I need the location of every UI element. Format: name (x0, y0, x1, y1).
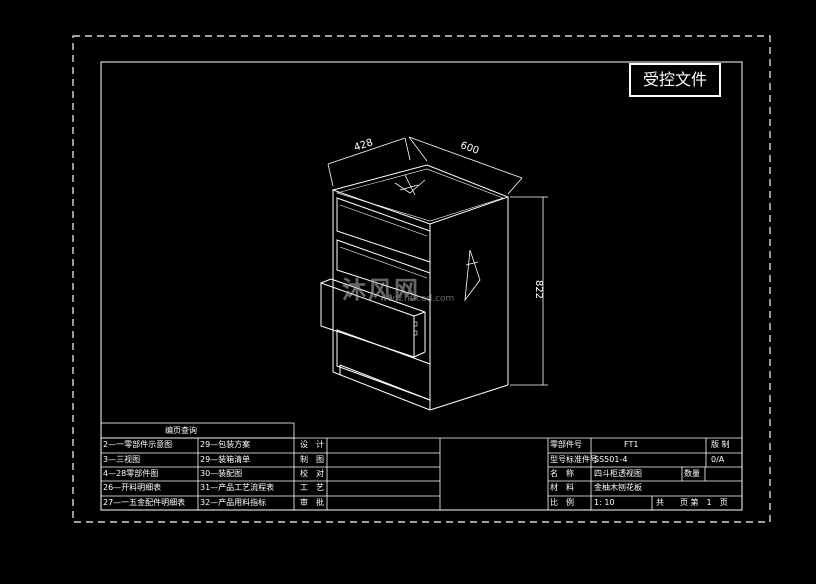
signoff-label: 校 对 (300, 469, 324, 478)
signoff-label: 审 批 (300, 498, 324, 507)
page-index-item: 31—产品工艺流程表 (200, 483, 275, 492)
material-label: 材 料 (550, 483, 574, 492)
version-value: 0/A (711, 455, 725, 464)
outer-dashed-border (72, 35, 771, 523)
signoff-label: 设 计 (300, 440, 324, 449)
part-no-label: 零部件号 (550, 440, 582, 449)
model-label: 型号标准件号 (550, 455, 598, 464)
page-index-item: 29—包装方案 (200, 440, 251, 449)
page-index-item: 26—开料明细表 (103, 483, 162, 492)
signoff-label: 工 艺 (300, 483, 324, 492)
dimension-lines (327, 136, 548, 386)
page-index-item: 30—装配图 (200, 469, 243, 478)
scale-label: 比 例 (550, 498, 574, 507)
material-value: 金柚木刨花板 (594, 483, 642, 492)
watermark: 沐风网 www.mfcad.com (342, 270, 454, 305)
page-index-item: 3—三视图 (103, 455, 141, 464)
watermark-site: www.mfcad.com (380, 294, 455, 304)
page-count: 共 页 第 1 页 (656, 498, 728, 507)
scale-value: 1: 10 (594, 498, 615, 507)
page-index-table (100, 422, 295, 510)
name-value: 四斗柜透视图 (594, 469, 642, 478)
cabinet-perspective (320, 164, 510, 411)
title-block (547, 438, 742, 510)
inner-frame (100, 61, 743, 511)
dimension-height: 822 (533, 279, 545, 300)
controlled-document-stamp: 受控文件 (629, 63, 721, 97)
page-index-item: 32—产品用料指标 (200, 498, 267, 507)
page-index-item: 29—装箱清单 (200, 455, 251, 464)
page-index-item: 4—28零部件图 (103, 469, 159, 478)
page-index-item: 27—一五金配件明细表 (103, 498, 186, 507)
version-label: 版 制 (711, 440, 730, 449)
page-index-title: 编页查询 (165, 426, 197, 435)
signoff-table (293, 437, 742, 510)
model-value: SS501-4 (594, 455, 628, 464)
name-label: 名 称 (550, 469, 574, 478)
qty-label: 数量 (684, 469, 700, 478)
watermark-brand: 沐风网 (342, 276, 420, 304)
signoff-label: 制 图 (300, 455, 324, 464)
page-index-item: 2—一零部件示意图 (103, 440, 173, 449)
part-no-value: FT1 (624, 440, 639, 449)
